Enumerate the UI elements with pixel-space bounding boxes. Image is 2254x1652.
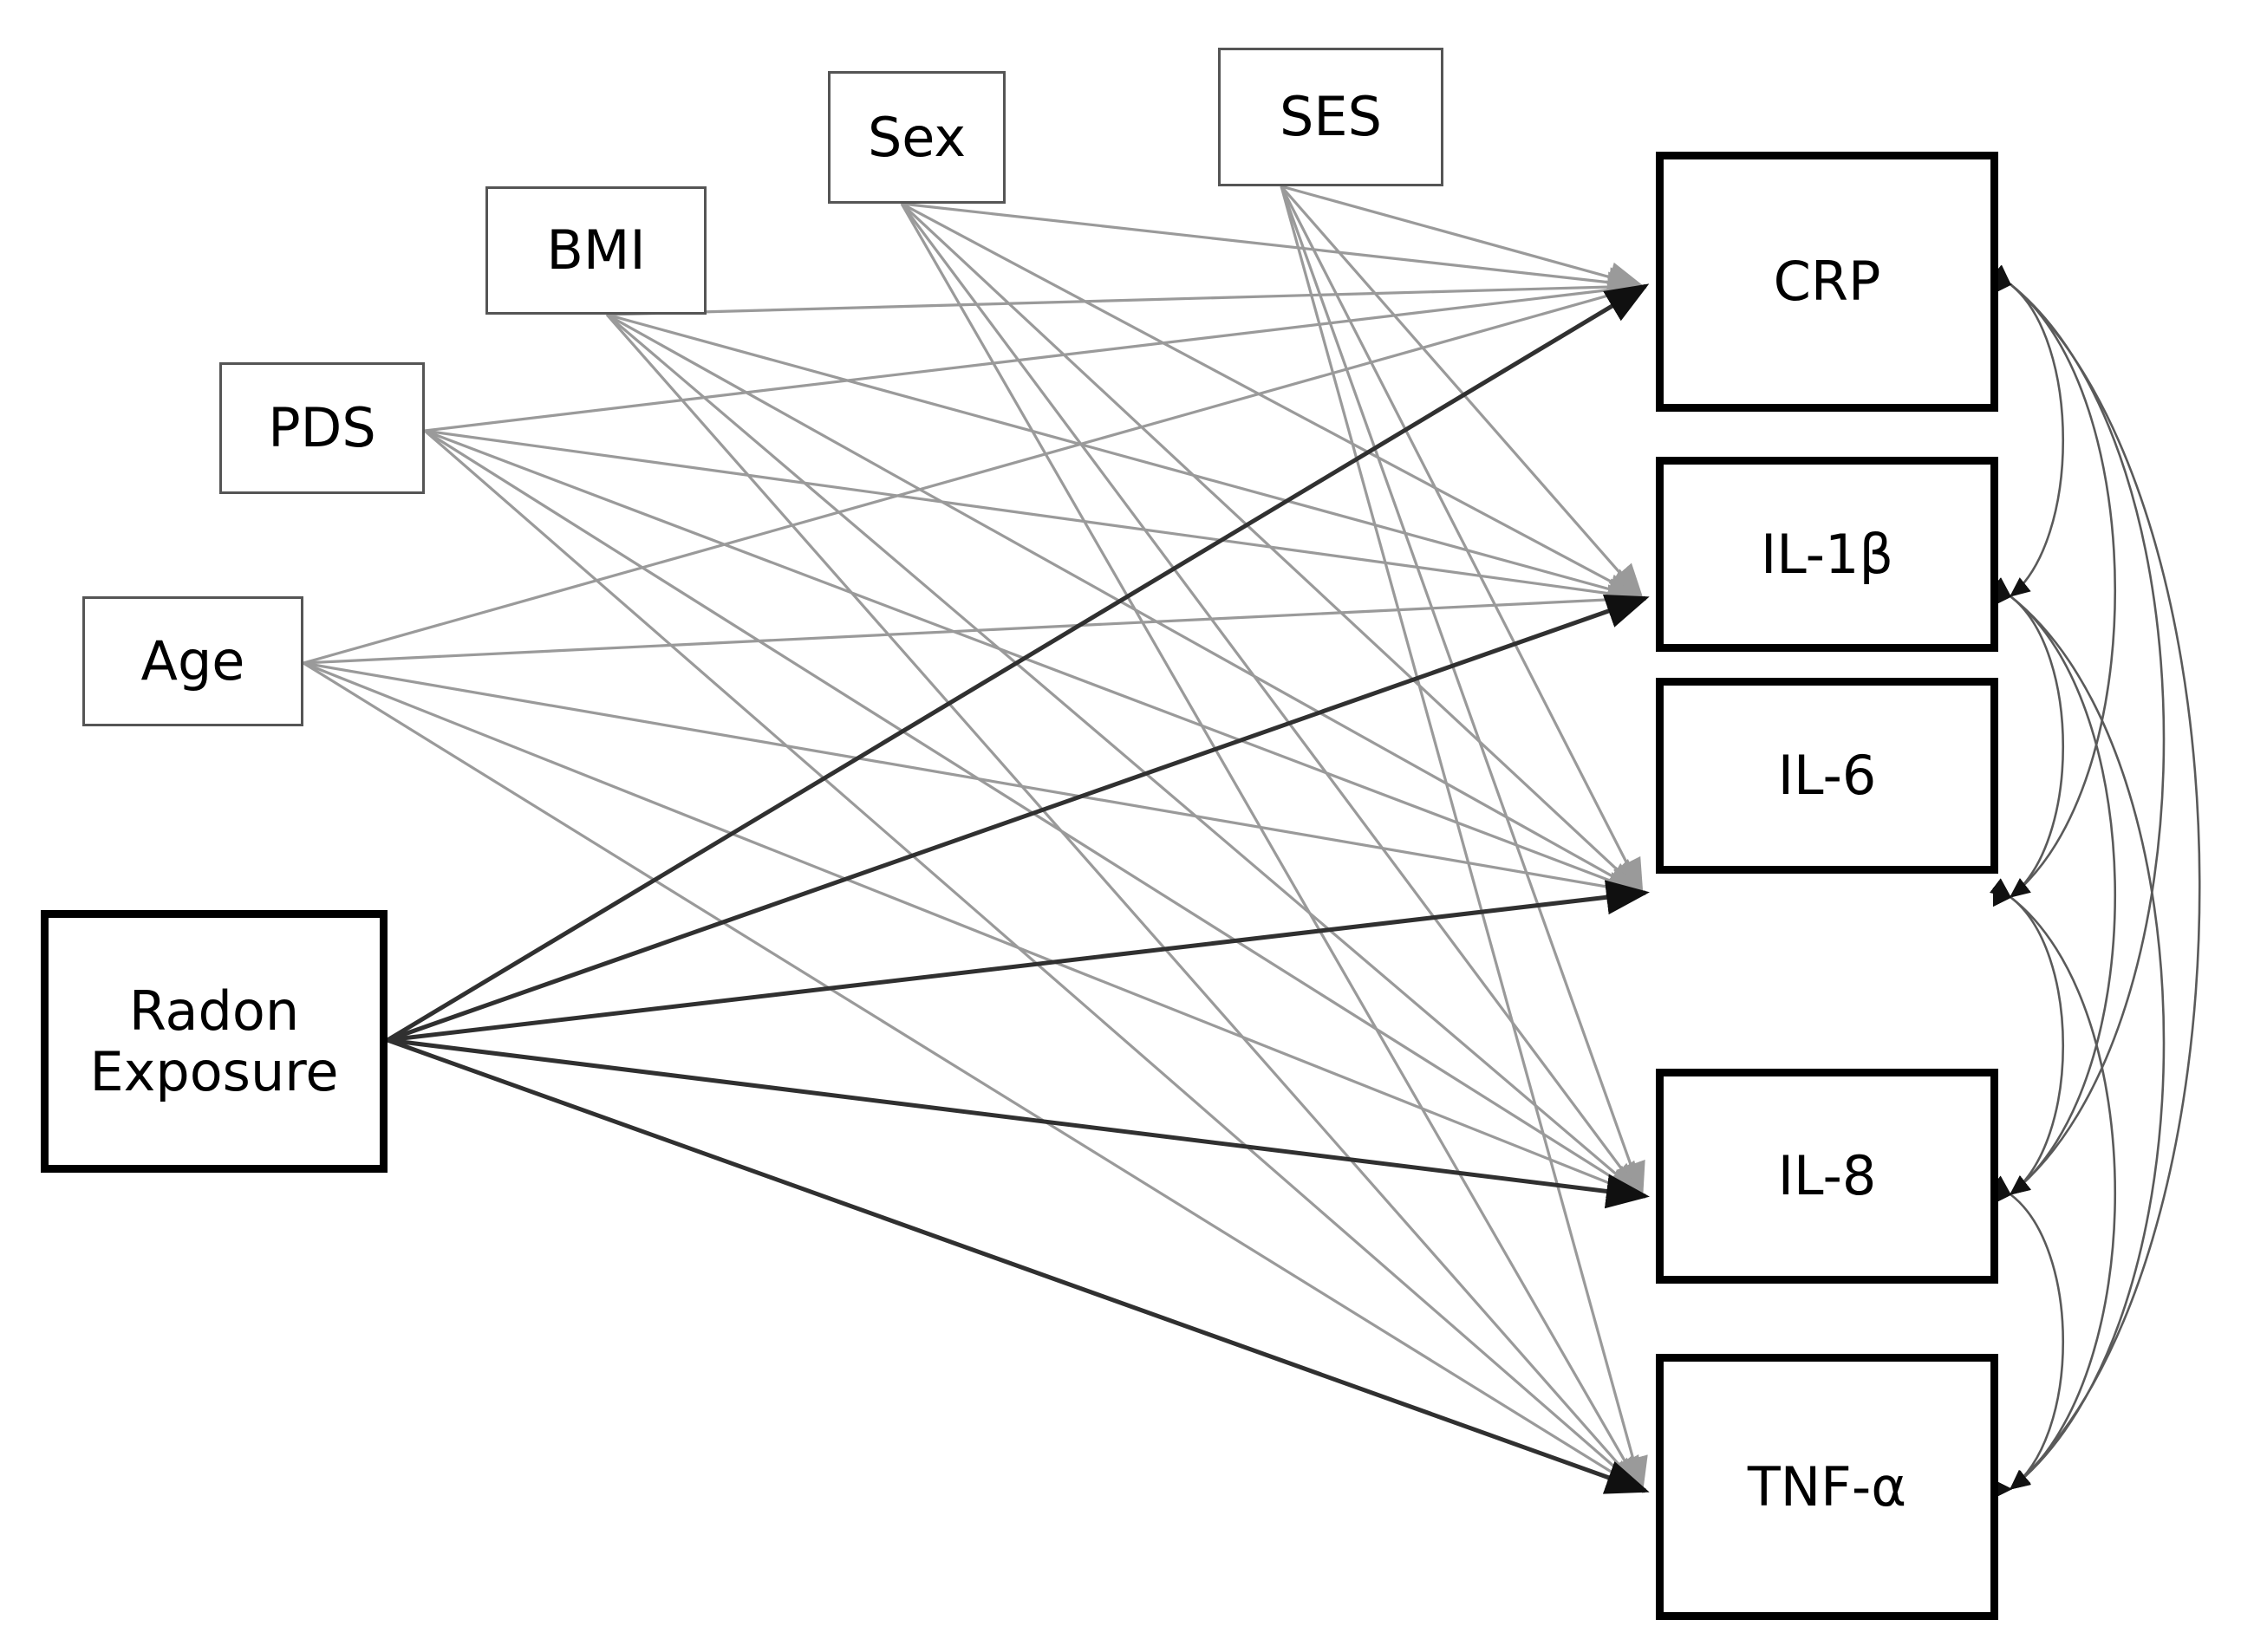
path-bmi-to-il6 <box>606 313 1645 894</box>
node-outcome-il1b[interactable]: IL-1β <box>1656 457 1998 652</box>
path-bmi-to-il1b <box>606 313 1645 604</box>
path-ses-to-il8 <box>1280 185 1645 1200</box>
node-covariate-age[interactable]: Age <box>82 596 303 726</box>
node-covariate-ses-label: SES <box>1280 85 1382 149</box>
node-exposure-radon-label: Radon Exposure <box>89 979 339 1103</box>
path-pds-to-crp <box>424 275 1645 433</box>
correlation-il6-il8 <box>1990 878 2064 1196</box>
path-radon-to-il8 <box>387 1037 1650 1209</box>
path-pds-to-il1b <box>424 429 1645 609</box>
exposure-edges-group <box>386 283 1650 1494</box>
path-sex-to-crp <box>901 202 1645 298</box>
path-radon-to-il6 <box>387 880 1650 1043</box>
node-covariate-bmi-label: BMI <box>546 218 646 283</box>
node-outcome-il6[interactable]: IL-6 <box>1656 678 1998 874</box>
path-pds-to-tnfa <box>423 429 1645 1493</box>
path-bmi-to-crp <box>606 271 1645 316</box>
node-covariate-pds[interactable]: PDS <box>219 362 425 494</box>
path-age-to-crp <box>303 280 1645 665</box>
node-covariate-ses[interactable]: SES <box>1218 48 1443 186</box>
path-age-to-il6 <box>303 661 1645 902</box>
node-outcome-il6-label: IL-6 <box>1777 744 1877 808</box>
node-outcome-tnfa-label: TNF-α <box>1747 1454 1907 1519</box>
path-sex-to-il1b <box>901 202 1645 600</box>
path-radon-to-il1b <box>387 595 1650 1043</box>
path-ses-to-il1b <box>1280 185 1645 601</box>
correlation-il1b-il8 <box>1990 577 2117 1196</box>
path-ses-to-il6 <box>1280 185 1644 895</box>
path-radon-to-crp <box>386 283 1650 1043</box>
correlation-il6-tnfa <box>1990 878 2117 1491</box>
path-bmi-to-tnfa <box>605 313 1645 1493</box>
node-covariate-bmi[interactable]: BMI <box>485 186 707 315</box>
node-outcome-crp[interactable]: CRP <box>1656 152 1998 412</box>
node-outcome-il8-label: IL-8 <box>1777 1144 1877 1208</box>
path-age-to-tnfa <box>303 661 1645 1493</box>
correlation-edges-group <box>1990 264 2201 1499</box>
node-covariate-sex-label: Sex <box>867 105 967 169</box>
arrowhead-il6 <box>1993 888 2012 907</box>
node-outcome-crp-label: CRP <box>1773 250 1881 314</box>
node-exposure-radon[interactable]: Radon Exposure <box>41 910 388 1173</box>
node-covariate-pds-label: PDS <box>268 396 376 460</box>
node-outcome-tnfa[interactable]: TNF-α <box>1656 1354 1998 1620</box>
correlation-il8-tnfa <box>1990 1175 2064 1491</box>
path-sex-to-tnfa <box>900 203 1644 1493</box>
correlation-crp-tnfa <box>1990 264 2201 1490</box>
path-ses-to-crp <box>1280 185 1645 292</box>
correlation-crp-il6 <box>1990 265 2117 899</box>
correlation-il1b-tnfa <box>1990 577 2166 1491</box>
path-bmi-to-il8 <box>605 313 1645 1199</box>
path-age-to-il1b <box>303 584 1645 665</box>
correlation-crp-il8 <box>1990 265 2166 1196</box>
covariate-edges-group <box>303 185 1648 1494</box>
correlation-crp-il1b <box>1990 265 2064 598</box>
path-sex-to-il8 <box>900 203 1644 1199</box>
correlation-il1b-il6 <box>1990 577 2064 899</box>
path-pds-to-il6 <box>424 429 1645 895</box>
path-ses-to-tnfa <box>1280 185 1648 1494</box>
node-outcome-il1b-label: IL-1β <box>1760 522 1894 586</box>
node-covariate-age-label: Age <box>140 629 245 693</box>
path-radon-to-tnfa <box>387 1037 1650 1494</box>
path-age-to-il8 <box>303 661 1645 1199</box>
node-covariate-sex[interactable]: Sex <box>828 71 1006 204</box>
node-outcome-il8[interactable]: IL-8 <box>1656 1069 1998 1284</box>
